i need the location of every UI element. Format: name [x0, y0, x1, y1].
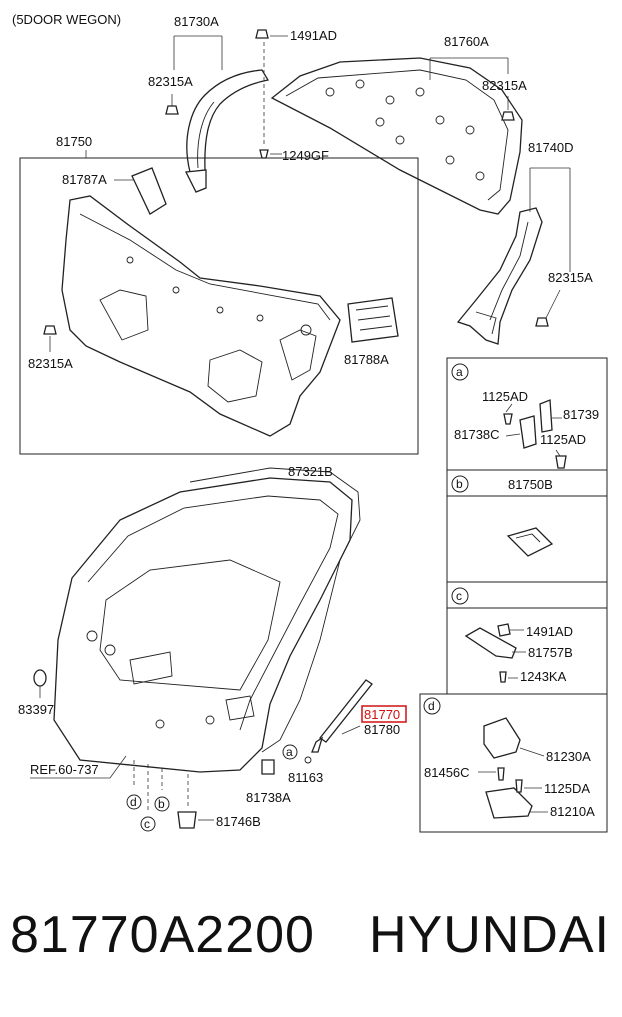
detail-d-tag — [423, 697, 441, 715]
detail-d-label-0: 81230A — [546, 749, 591, 764]
callout-81760A: 81760A — [444, 34, 489, 49]
marker-b — [154, 796, 170, 812]
bracket-81739 — [539, 399, 553, 433]
screw-1249GF — [259, 149, 269, 159]
gas-lifter-81770 — [319, 679, 373, 743]
detail-d-label-2: 1125DA — [544, 781, 590, 796]
striker-81210A — [485, 787, 533, 819]
switch-81750B — [506, 527, 554, 557]
callout-82315A-right-top: 82315A — [482, 78, 527, 93]
marker-a — [282, 744, 298, 760]
callout-82315A-right: 82315A — [548, 270, 593, 285]
detail-b-label-0: 81750B — [508, 477, 553, 492]
callout-87321B: 87321B — [288, 464, 333, 479]
clip-1491AD-top — [255, 29, 269, 39]
caption-bar: 81770A2200 HYUNDAI — [0, 905, 622, 975]
callout-81770: 81770 — [364, 707, 400, 722]
marker-a-label: a — [286, 745, 293, 759]
highlight-81770 — [361, 705, 407, 723]
bracket-81738A — [261, 759, 275, 775]
callout-81730A: 81730A — [174, 14, 219, 29]
callout-81740D: 81740D — [528, 140, 574, 155]
detail-d-tag-label: d — [428, 699, 435, 713]
callout-81788A: 81788A — [344, 352, 389, 367]
detail-a-label-3: 1125AD — [540, 432, 586, 447]
detail-a-label-1: 81739 — [563, 407, 599, 422]
detail-b-tag-label: b — [456, 477, 463, 491]
detail-c-tag — [451, 587, 469, 605]
callout-83397: 83397 — [18, 702, 54, 717]
bumper-83397 — [33, 669, 47, 687]
cover-81788A — [347, 297, 399, 343]
marker-c — [140, 816, 156, 832]
marker-d — [126, 794, 142, 810]
bracket-81746B — [177, 811, 197, 829]
callout-1249GF: 1249GF — [282, 148, 329, 163]
callout-82315A-top: 82315A — [148, 74, 193, 89]
clip-82315A-right-top — [501, 111, 515, 121]
detail-c-tag-label: c — [456, 589, 462, 603]
callout-ref: REF.60-737 — [30, 762, 99, 777]
upper-trim-81760A — [270, 57, 523, 215]
detail-panel-d — [419, 693, 608, 833]
parts-diagram: (5DOOR WEGON) 81730A 82315A 1491AD 1249G… — [12, 12, 608, 833]
callout-81738A: 81738A — [246, 790, 291, 805]
callout-81746B: 81746B — [216, 814, 261, 829]
detail-a-tag-label: a — [456, 365, 463, 379]
handle-81757B — [464, 627, 517, 659]
callout-81163: 81163 — [288, 770, 323, 785]
detail-c-label-0: 1491AD — [526, 624, 573, 639]
callout-81787A: 81787A — [62, 172, 107, 187]
latch-81230A — [483, 717, 521, 759]
clip-82315A-right — [535, 317, 549, 327]
callout-1491AD-top: 1491AD — [290, 28, 337, 43]
detail-d-label-1: 81456C — [424, 765, 470, 780]
variant-label: (5DOOR WEGON) — [12, 12, 121, 27]
pillar-trim-81730A — [184, 69, 270, 193]
callout-81780: 81780 — [364, 722, 400, 737]
detail-a-label-0: 1125AD — [482, 389, 528, 404]
callout-81750: 81750 — [56, 134, 92, 149]
cover-81787A — [131, 167, 167, 215]
bracket-81738C — [519, 415, 537, 449]
detail-c-label-1: 81757B — [528, 645, 573, 660]
clip-82315A-top — [165, 105, 179, 115]
trim-panel-81750 — [61, 195, 341, 437]
trim-panel-frame — [19, 157, 419, 455]
detail-a-tag — [451, 363, 469, 381]
marker-b-label: b — [158, 797, 165, 811]
callout-82315A-left: 82315A — [28, 356, 73, 371]
detail-b-tag — [451, 475, 469, 493]
detail-c-label-2: 1243KA — [520, 669, 567, 684]
detail-a-label-2: 81738C — [454, 427, 500, 442]
clip-82315A-left — [43, 325, 57, 335]
brand-name: HYUNDAI — [368, 906, 610, 964]
detail-d-label-3: 81210A — [550, 804, 595, 819]
marker-d-label: d — [130, 795, 137, 809]
weatherstrip-87321B — [189, 467, 361, 753]
side-trim-81740D — [456, 207, 543, 345]
part-number: 81770A2200 — [10, 906, 315, 964]
tailgate-body — [53, 477, 353, 773]
marker-c-label: c — [144, 817, 150, 831]
